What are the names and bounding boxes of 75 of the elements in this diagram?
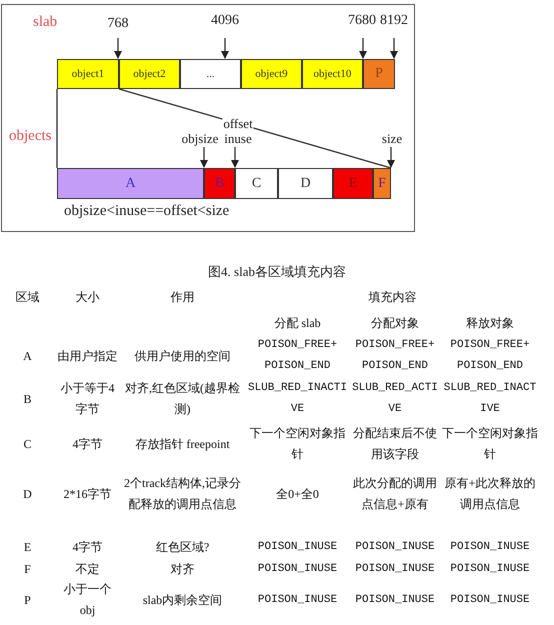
table-cell-text: 此次分配的调用点信息+原有 (352, 475, 438, 513)
table-cell-text: C (22, 436, 32, 452)
table-cell-text: 对齐 (170, 560, 196, 578)
table-cell-text: 作用 (170, 288, 196, 306)
memory-block: object1 (57, 59, 119, 89)
memory-block: object10 (302, 59, 363, 89)
table-cell-text: 存放指针 freepoint (134, 436, 231, 452)
table-cell-text: POISON_INUSE (449, 592, 531, 608)
label: 4096 (211, 13, 239, 29)
table-cell-text: 小于等于4字节 (60, 380, 116, 418)
table-cell-text: E (22, 538, 32, 556)
label: objsize (182, 131, 218, 147)
table-cell-text: POISON_INUSE (354, 562, 436, 576)
table-cell-text: SLUB_RED_ACTIVE (351, 381, 439, 417)
table-cell-text: slab内剩余空间 (142, 592, 224, 608)
memory-block: object9 (241, 59, 302, 89)
label: size (382, 131, 402, 147)
table-cell-text: 供用户使用的空间 (134, 348, 232, 364)
label: 7680 (348, 13, 376, 29)
table-cell-text: POISON_FREE+ POISON_END (256, 338, 338, 374)
table-cell-text: F (23, 560, 32, 578)
table-cell-text: 全0+全0 (275, 486, 320, 502)
label: offset (222, 116, 254, 131)
table-cell-text: POISON_INUSE (256, 592, 338, 608)
table-cell-text: D (22, 486, 33, 502)
table-cell-text: B (22, 390, 32, 408)
table-cell-text: 分配 slab (273, 314, 322, 332)
label: objsize<inuse==offset<size (64, 203, 230, 220)
label: 768 (108, 16, 128, 32)
table-cell-text: 原有+此次释放的调用点信息 (444, 475, 536, 513)
table-cell-text: 4字节 (72, 436, 104, 452)
table-cell-text: 下一个空闲对象指针 (248, 425, 346, 463)
table-cell-text: SLUB_RED_INACTIVE (442, 381, 538, 417)
table-cell-text: 小于一个obj (62, 581, 112, 619)
table-cell-text: POISON_INUSE (354, 592, 436, 608)
label: 8192 (380, 13, 408, 29)
memory-block: D (278, 168, 333, 199)
table-cell-text: 大小 (74, 288, 100, 306)
table-cell-text: POISON_INUSE (256, 540, 338, 554)
table-cell-text: 区域 (14, 288, 40, 306)
table-cell-text: 释放对象 (465, 314, 515, 332)
table-cell-text: 填充内容 (368, 288, 418, 306)
table-cell-text: POISON_INUSE (256, 562, 338, 576)
table-cell-text: 对齐,红色区域(越界检测) (124, 380, 241, 418)
label: slab (33, 14, 58, 31)
connector-line (56, 89, 58, 168)
memory-block: ... (180, 59, 241, 89)
memory-block: E (333, 168, 373, 199)
table-cell-text: 下一个空闲对象指针 (441, 425, 539, 463)
table-cell-text: POISON_INUSE (354, 540, 436, 554)
table-cell-text: 4字节 (72, 538, 104, 556)
table-cell-text: 红色区域? (154, 538, 210, 556)
caption: 图4. slab各区域填充内容 (208, 263, 346, 281)
table-cell-text: POISON_INUSE (449, 540, 531, 554)
table-cell-text: 2个track结构体,记录分配释放的调用点信息 (123, 475, 242, 513)
connector-line (118, 88, 392, 169)
memory-block: C (235, 168, 278, 199)
label: objects (8, 129, 52, 144)
label: inuse (224, 131, 252, 147)
table-cell-text: A (22, 348, 33, 364)
table-cell-text: POISON_INUSE (449, 562, 531, 576)
table-cell-text: POISON_FREE+ POISON_END (449, 338, 531, 374)
memory-block: P (363, 59, 395, 89)
table-cell-text: 分配结束后不使用该字段 (352, 425, 438, 463)
memory-block: A (57, 168, 204, 199)
table-cell-text: 分配对象 (370, 314, 420, 332)
memory-block: F (373, 168, 391, 199)
table-cell-text: P (23, 592, 32, 608)
memory-block: B (204, 168, 235, 199)
table-cell-text: 不定 (74, 560, 100, 578)
table-cell-text: POISON_FREE+ POISON_END (354, 338, 436, 374)
table-cell-text: 由用户指定 (56, 348, 118, 364)
memory-block: object2 (119, 59, 180, 89)
table-cell-text: 2*16字节 (62, 486, 112, 502)
table-cell-text: SLUB_RED_INACTIVE (246, 381, 348, 417)
